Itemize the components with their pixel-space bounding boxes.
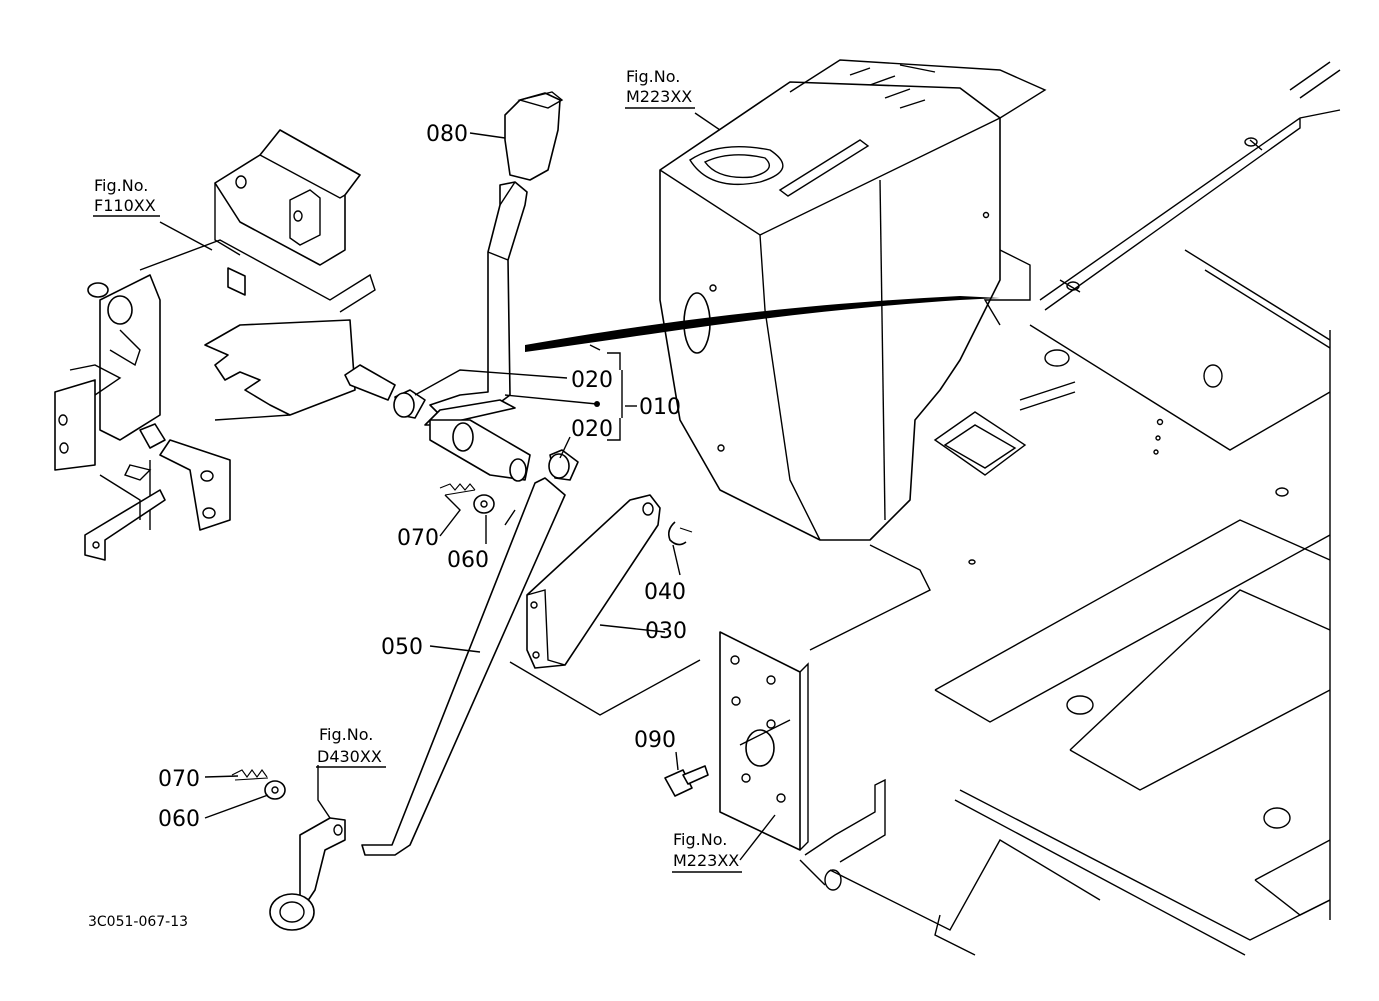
- part-label-060-upper: 060: [447, 548, 489, 573]
- reference-f110xx: Fig.No. F110XX: [93, 176, 160, 217]
- reference-f110xx-line1: Fig.No.: [94, 176, 148, 195]
- reference-d430xx-line1: Fig.No.: [319, 725, 373, 744]
- console-cover-drawing: [659, 59, 1047, 541]
- leader-lines: [159, 112, 776, 861]
- part-label-070-upper: 070: [397, 526, 439, 551]
- part-label-080: 080: [426, 122, 468, 147]
- part-label-050: 050: [381, 635, 423, 660]
- part-label-010: 010: [639, 395, 681, 420]
- left-bracket-drawing: [54, 129, 376, 561]
- reference-m223xx-top: Fig.No. M223XX: [625, 67, 695, 109]
- reference-d430xx-line2: D430XX: [317, 747, 382, 766]
- reference-m223xx-bottom: Fig.No. M223XX: [672, 830, 742, 873]
- reference-m223xx-top-line1: Fig.No.: [626, 67, 680, 86]
- lever-assembly-drawing: [231, 91, 1000, 931]
- part-labels: 080 020 010 020 070 060 040 030 050 090 …: [158, 122, 687, 832]
- reference-m223xx-bottom-line1: Fig.No.: [673, 830, 727, 849]
- figure-references: Fig.No. F110XX Fig.No. M223XX Fig.No. D4…: [93, 67, 742, 873]
- reference-m223xx-top-line2: M223XX: [626, 87, 692, 106]
- part-label-020-lower: 020: [571, 417, 613, 442]
- floor-frame-drawing: [719, 61, 1341, 956]
- part-label-070-lower: 070: [158, 767, 200, 792]
- reference-m223xx-bottom-line2: M223XX: [673, 851, 739, 870]
- part-label-090: 090: [634, 728, 676, 753]
- part-label-020-upper: 020: [571, 368, 613, 393]
- part-label-030: 030: [645, 619, 687, 644]
- reference-d430xx: Fig.No. D430XX: [316, 725, 386, 768]
- part-label-040: 040: [644, 580, 686, 605]
- drawing-code: 3C051-067-13: [88, 914, 188, 930]
- reference-f110xx-line2: F110XX: [94, 196, 156, 215]
- part-label-060-lower: 060: [158, 807, 200, 832]
